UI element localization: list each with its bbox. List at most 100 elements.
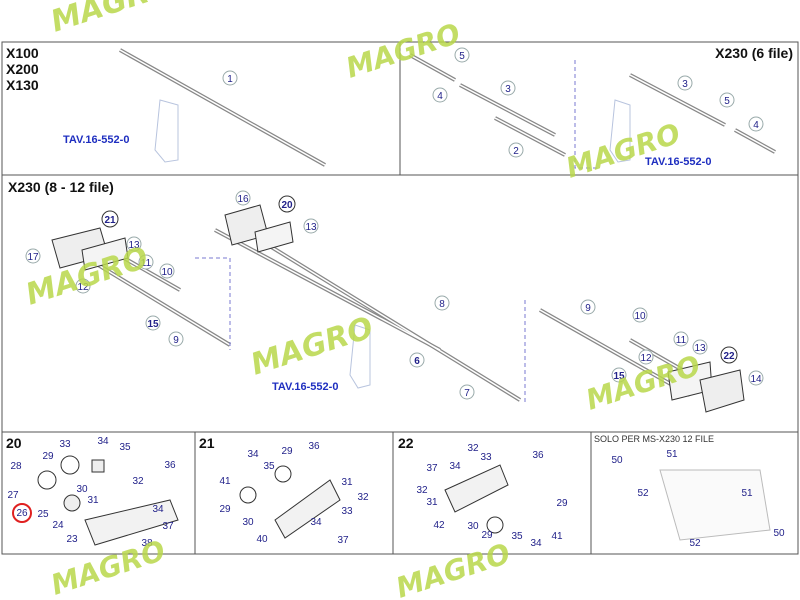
- svg-text:11: 11: [676, 335, 687, 346]
- svg-text:12: 12: [77, 282, 89, 293]
- svg-text:31: 31: [426, 497, 438, 508]
- svg-text:9: 9: [585, 303, 591, 314]
- svg-text:35: 35: [119, 442, 131, 453]
- svg-text:9: 9: [173, 335, 179, 346]
- svg-text:41: 41: [219, 476, 231, 487]
- svg-text:34: 34: [449, 461, 461, 472]
- reference-table: TAV.16-552-0: [645, 156, 711, 168]
- svg-text:28: 28: [10, 461, 22, 472]
- svg-text:34: 34: [97, 436, 109, 447]
- svg-text:34: 34: [152, 504, 164, 515]
- svg-text:50: 50: [773, 528, 785, 539]
- reference-table: TAV.16-552-0: [272, 381, 338, 393]
- svg-text:6: 6: [414, 356, 420, 367]
- svg-text:5: 5: [724, 96, 730, 107]
- svg-text:15: 15: [613, 371, 625, 382]
- svg-text:38: 38: [141, 538, 153, 549]
- svg-text:14: 14: [750, 374, 762, 385]
- svg-text:3: 3: [682, 79, 688, 90]
- svg-text:36: 36: [532, 450, 544, 461]
- svg-text:7: 7: [464, 388, 470, 399]
- svg-text:17: 17: [27, 252, 39, 263]
- svg-text:32: 32: [357, 492, 369, 503]
- svg-text:34: 34: [247, 449, 259, 460]
- svg-text:51: 51: [666, 449, 678, 460]
- svg-text:12: 12: [640, 353, 652, 364]
- svg-text:3: 3: [505, 84, 511, 95]
- svg-text:MAGRO: MAGRO: [392, 537, 514, 600]
- watermarks: MAGRO MAGRO MAGRO MAGRO MAGRO MAGRO MAGR…: [22, 0, 705, 600]
- svg-text:15: 15: [147, 319, 159, 330]
- svg-text:29: 29: [42, 451, 54, 462]
- svg-text:40: 40: [256, 534, 268, 545]
- gearbox-ghost: [154, 99, 179, 163]
- model-label-2: X200: [6, 61, 39, 77]
- svg-text:32: 32: [416, 485, 428, 496]
- svg-text:32: 32: [467, 443, 479, 454]
- svg-text:2: 2: [513, 146, 519, 157]
- svg-text:20: 20: [6, 435, 22, 451]
- svg-text:MAGRO: MAGRO: [562, 117, 684, 185]
- svg-text:52: 52: [637, 488, 649, 499]
- svg-text:30: 30: [242, 517, 254, 528]
- svg-text:29: 29: [219, 504, 231, 515]
- svg-text:29: 29: [481, 530, 493, 541]
- svg-text:52: 52: [689, 538, 701, 549]
- svg-text:37: 37: [162, 521, 174, 532]
- model-label-3: X130: [6, 77, 39, 93]
- callout-circle: [222, 70, 238, 86]
- svg-text:32: 32: [132, 476, 144, 487]
- svg-text:51: 51: [741, 488, 753, 499]
- svg-text:31: 31: [341, 477, 353, 488]
- svg-text:36: 36: [164, 460, 176, 471]
- panel-21: 21 34 29 36 35 41 29 31 32 30 33 34 40 3…: [199, 435, 369, 546]
- svg-text:21: 21: [199, 435, 215, 451]
- svg-text:42: 42: [433, 520, 445, 531]
- panel-top-left: X100 X200 X130 1 TAV.16-552-0: [6, 45, 326, 167]
- svg-text:MAGRO: MAGRO: [47, 534, 169, 600]
- svg-text:11: 11: [141, 258, 152, 269]
- svg-text:10: 10: [634, 311, 646, 322]
- svg-text:37: 37: [426, 463, 438, 474]
- svg-text:36: 36: [308, 441, 320, 452]
- panel-22: 22 32 36 37 34 33 32 31 29 42 30 29 35 3…: [398, 435, 568, 549]
- panel-title: X230 (8 - 12 file): [8, 179, 114, 195]
- svg-text:31: 31: [87, 495, 99, 506]
- svg-text:20: 20: [281, 200, 293, 211]
- svg-text:16: 16: [237, 194, 249, 205]
- svg-text:22: 22: [723, 351, 735, 362]
- panel-solo: SOLO PER MS-X230 12 FILE 50 51 52 51 50 …: [594, 434, 785, 549]
- svg-text:SOLO PER MS-X230 12 FILE: SOLO PER MS-X230 12 FILE: [594, 434, 714, 444]
- svg-text:5: 5: [459, 51, 465, 62]
- svg-text:41: 41: [551, 531, 563, 542]
- panel-title: X230 (6 file): [715, 45, 793, 61]
- svg-text:22: 22: [398, 435, 414, 451]
- svg-text:26: 26: [16, 508, 28, 519]
- svg-text:23: 23: [66, 534, 78, 545]
- part-label: 1: [227, 74, 233, 85]
- svg-text:4: 4: [437, 91, 443, 102]
- model-label-1: X100: [6, 45, 39, 61]
- panel-top-right: X230 (6 file) 5 4 3 2 3 5 4 TAV.16-552-0: [409, 45, 793, 169]
- svg-text:24: 24: [52, 520, 64, 531]
- svg-text:10: 10: [161, 267, 173, 278]
- svg-text:35: 35: [511, 531, 523, 542]
- svg-text:33: 33: [341, 506, 353, 517]
- svg-text:34: 34: [310, 517, 322, 528]
- panel-borders: [1, 41, 799, 555]
- svg-text:30: 30: [467, 521, 479, 532]
- svg-text:13: 13: [128, 240, 140, 251]
- panel-middle: X230 (8 - 12 file): [8, 179, 764, 413]
- svg-text:37: 37: [337, 535, 349, 546]
- svg-text:34: 34: [530, 538, 542, 549]
- svg-text:MAGRO: MAGRO: [247, 310, 378, 382]
- svg-text:33: 33: [480, 452, 492, 463]
- svg-text:25: 25: [37, 509, 49, 520]
- svg-text:4: 4: [753, 120, 759, 131]
- svg-text:35: 35: [263, 461, 275, 472]
- svg-text:27: 27: [7, 490, 19, 501]
- panel-20: 20 33 34 35 36 28 29 32 27 25 26 30 31 2…: [6, 435, 179, 549]
- svg-text:33: 33: [59, 439, 71, 450]
- svg-text:13: 13: [305, 222, 317, 233]
